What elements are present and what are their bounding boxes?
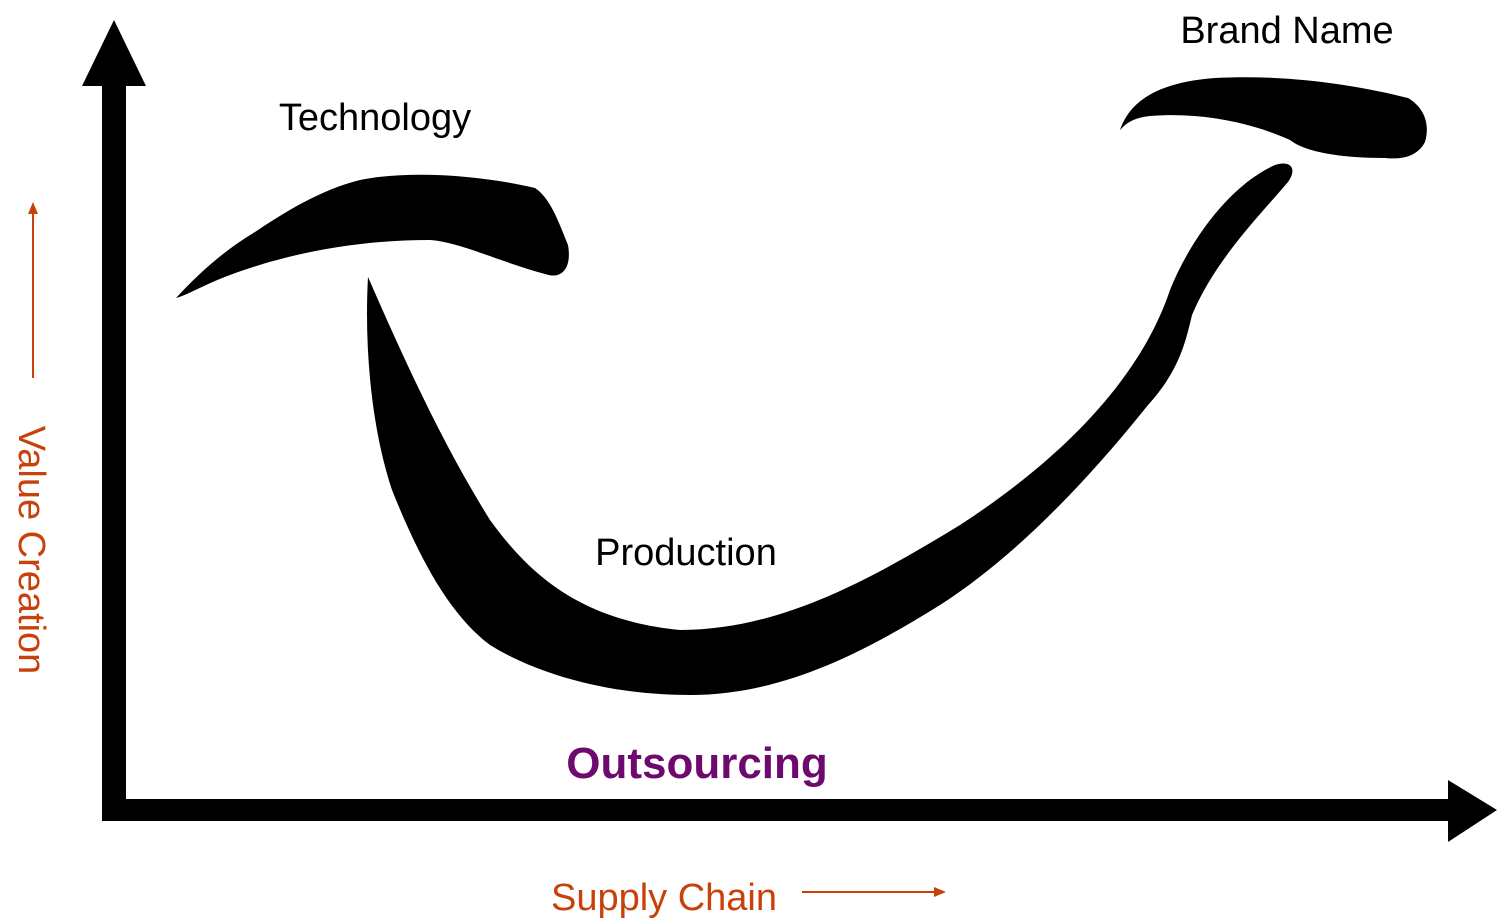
x-axis xyxy=(102,780,1497,842)
technology-label: Technology xyxy=(279,97,471,139)
y-axis-line xyxy=(102,75,126,820)
brand-name-label: Brand Name xyxy=(1180,10,1393,52)
x-axis-title: Supply Chain xyxy=(551,877,777,919)
brand-name-stroke xyxy=(1120,77,1427,159)
technology-stroke xyxy=(176,174,569,298)
y-axis-title: Value Creation xyxy=(10,426,52,675)
x-axis-arrowhead xyxy=(1448,780,1497,842)
x-axis-title-arrowhead xyxy=(934,887,946,897)
y-axis-title-arrowhead xyxy=(28,202,38,214)
y-axis xyxy=(82,20,146,820)
production-stroke xyxy=(367,163,1293,695)
y-axis-arrowhead xyxy=(82,20,146,86)
outsourcing-label: Outsourcing xyxy=(566,739,828,788)
x-axis-title-group: Supply Chain xyxy=(551,877,946,919)
production-label: Production xyxy=(595,532,777,574)
y-axis-title-group: Value Creation xyxy=(10,202,52,674)
x-axis-line xyxy=(102,799,1462,821)
